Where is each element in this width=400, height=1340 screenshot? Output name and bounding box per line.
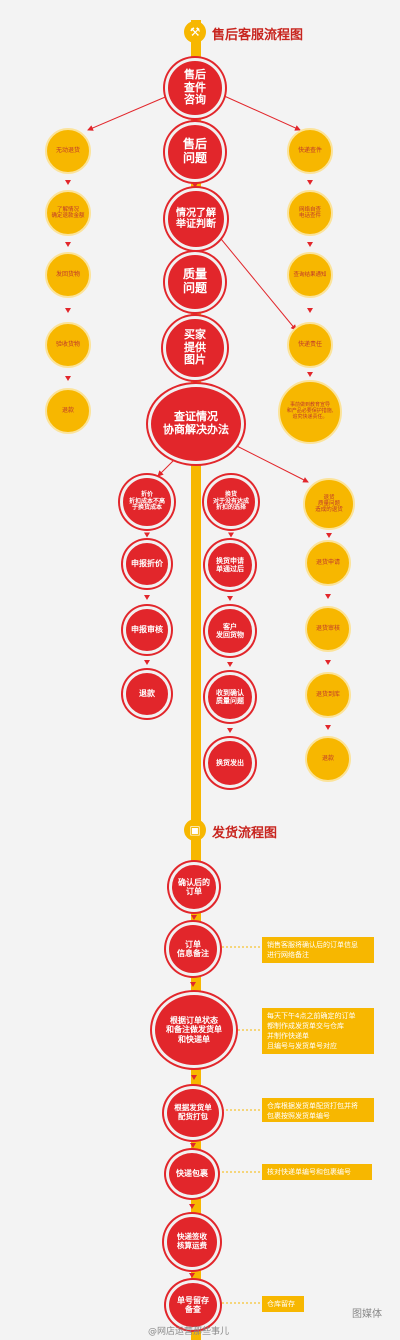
down-arrow [189,1204,195,1209]
shipping-note-1: 每天下午4点之前确定的订单 都制作成发货单交与仓库 并制作快递单 且编号与发货单… [262,1008,374,1054]
flow-node-exchange-4: 换货发出 [205,738,255,788]
flow-node-return-3: 退货到库 [305,672,351,718]
down-arrow [144,595,150,600]
flow-node-right-0: 快递查件 [287,128,333,174]
down-arrow [192,118,198,123]
section-title-shipping: 发货流程图 [212,826,278,841]
down-arrow [190,1143,196,1148]
down-arrow [307,308,313,313]
shipping-note-3: 核对快递单编号和包裹编号 [262,1164,372,1180]
flow-node-right-4: 事前做到教育宣导 和产品必要保护措施, 追究快递责任。 [278,380,342,444]
shipping-step-3: 根据发货单 配货打包 [164,1086,222,1140]
flow-node-return-2: 退货审核 [305,606,351,652]
connector-line [224,439,309,483]
flow-node-negotiate: 查证情况 协商解决办法 [148,384,244,464]
flow-node-exchange-0: 换货 对于没有达成 折扣的选择 [204,475,258,529]
flow-node-left-0: 无动退货 [45,128,91,174]
shipping-note-2: 仓库根据发货单配货打包并将 包裹按照发货单编号 [262,1098,374,1122]
down-arrow [192,312,198,317]
box-icon: ▣ [184,819,206,841]
flow-node-exchange-2: 客户 发回货物 [205,606,255,656]
main-spine [191,20,201,1340]
wrench-icon: ⚒ [184,21,206,43]
down-arrow [325,725,331,730]
down-arrow [191,1075,197,1080]
down-arrow [325,660,331,665]
flow-node-judgement: 情况了解 举证判断 [165,188,227,250]
shipping-step-1: 订单 信息备注 [166,922,220,976]
flow-node-left-4: 退款 [45,388,91,434]
down-arrow [227,728,233,733]
down-arrow [227,662,233,667]
down-arrow [190,982,196,987]
down-arrow [227,596,233,601]
connector-line [87,94,171,131]
down-arrow [325,594,331,599]
down-arrow [193,249,199,254]
flow-node-refund-3: 退款 [123,670,171,718]
shipping-step-5: 快递签收 核算运费 [164,1214,220,1270]
down-arrow [307,180,313,185]
flow-node-after-sales-issue: 售后 问题 [165,122,225,182]
flow-node-right-2: 查询结果通知 [287,252,333,298]
down-arrow [65,308,71,313]
down-arrow [189,1273,195,1278]
section-title-after-sales: 售后客服流程图 [212,28,304,43]
shipping-note-0: 销售客服将确认后的订单信息 进行网络备注 [262,937,374,963]
flow-node-quality-issue: 质量 问题 [165,252,225,312]
flow-node-refund-0: 折价 折扣成本不高 于换货成本 [120,475,174,529]
down-arrow [307,242,313,247]
shipping-step-4: 快递包裹 [166,1150,218,1198]
flow-node-refund-2: 申报审核 [123,606,171,654]
down-arrow [192,183,198,188]
flow-node-exchange-3: 收到确认 质量问题 [205,672,255,722]
flow-node-right-3: 快递责任 [287,322,333,368]
flow-node-right-1: 网络自查 电话查件 [287,190,333,236]
shipping-step-2: 根据订单状态 和备注做发货单 和快递单 [152,992,236,1068]
down-arrow [65,376,71,381]
flow-node-exchange-1: 换货申请 单通过后 [205,540,255,590]
down-arrow [144,532,150,538]
flow-node-return-1: 退货申请 [305,540,351,586]
connector-line [211,227,297,331]
flow-node-left-1: 了解情况 确定退款金额 [45,190,91,236]
flow-node-return-4: 退款 [305,736,351,782]
down-arrow [228,532,234,538]
flow-node-inquiry: 售后 查件 咨询 [165,58,225,118]
shipping-step-0: 确认后的 订单 [169,862,219,912]
down-arrow [192,380,198,385]
down-arrow [307,372,313,377]
watermark-left: @网店运营那些事儿 [148,1327,230,1337]
down-arrow [326,533,332,538]
down-arrow [65,242,71,247]
watermark-right: 图媒体 [352,1309,382,1320]
down-arrow [144,660,150,665]
shipping-note-4: 仓库留存 [262,1296,304,1312]
flow-node-left-3: 验收货物 [45,322,91,368]
down-arrow [65,180,71,185]
connector-line [221,94,301,131]
shipping-step-6: 单号留存 备查 [166,1280,220,1330]
flow-node-left-2: 发回货物 [45,252,91,298]
down-arrow [191,915,197,920]
flow-node-buyer-photos: 买家 提供 图片 [163,316,227,380]
flow-node-refund-1: 申报折价 [123,540,171,588]
flow-node-return-0: 退货 质量问题 造成的退货 [303,478,355,530]
